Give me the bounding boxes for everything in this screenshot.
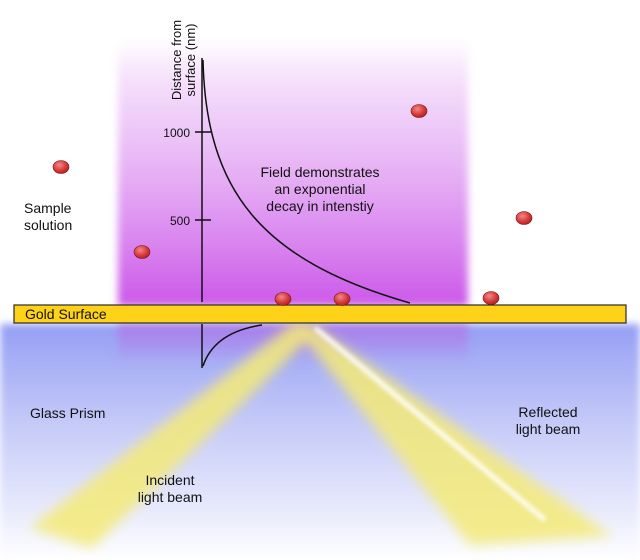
sample-particle: [410, 104, 428, 118]
axis-title: Distance from surface (nm): [169, 4, 198, 116]
sample-particle: [274, 292, 292, 306]
reflected-beam-core: [313, 326, 547, 522]
sample-solution-label: Sample solution: [24, 200, 72, 234]
sample-particle: [133, 245, 151, 259]
decay-curve-lower: [202, 324, 263, 367]
axis-tick-label-500: 500: [169, 214, 190, 228]
reflected-beam-line-2: light beam: [515, 421, 581, 437]
reflected-light-beam: [292, 324, 612, 545]
incident-light-beam: [30, 324, 318, 548]
axis-title-line-2: surface (nm): [183, 23, 198, 97]
field-note-line-3: decay in intenstiy: [266, 198, 374, 214]
field-decay-annotation: Field demonstrates an exponential decay …: [246, 164, 394, 215]
gold-surface-layer: [13, 304, 627, 324]
axis-title-line-1: Distance from: [169, 19, 184, 101]
glass-prism-label: Glass Prism: [30, 405, 106, 421]
decay-curve-upper: [202, 59, 411, 304]
sample-particle: [515, 211, 533, 225]
incident-beam-line-2: light beam: [137, 489, 203, 505]
sample-solution-line-1: Sample: [24, 200, 72, 216]
field-note-line-2: an exponential: [274, 181, 366, 197]
gold-surface-label: Gold Surface: [25, 306, 107, 322]
axis-tick-label-1000: 1000: [163, 126, 190, 140]
sample-particle: [52, 160, 70, 174]
field-note-line-1: Field demonstrates: [260, 164, 380, 180]
incident-beam-line-1: Incident: [145, 472, 195, 488]
sample-particle: [333, 292, 351, 306]
incident-beam-label: Incident light beam: [130, 472, 210, 506]
sample-solution-line-2: solution: [24, 217, 73, 233]
reflected-beam-line-1: Reflected: [518, 404, 578, 420]
evanescent-field-glow: [118, 40, 468, 306]
sample-particle: [482, 291, 500, 305]
reflected-beam-label: Reflected light beam: [506, 404, 590, 438]
